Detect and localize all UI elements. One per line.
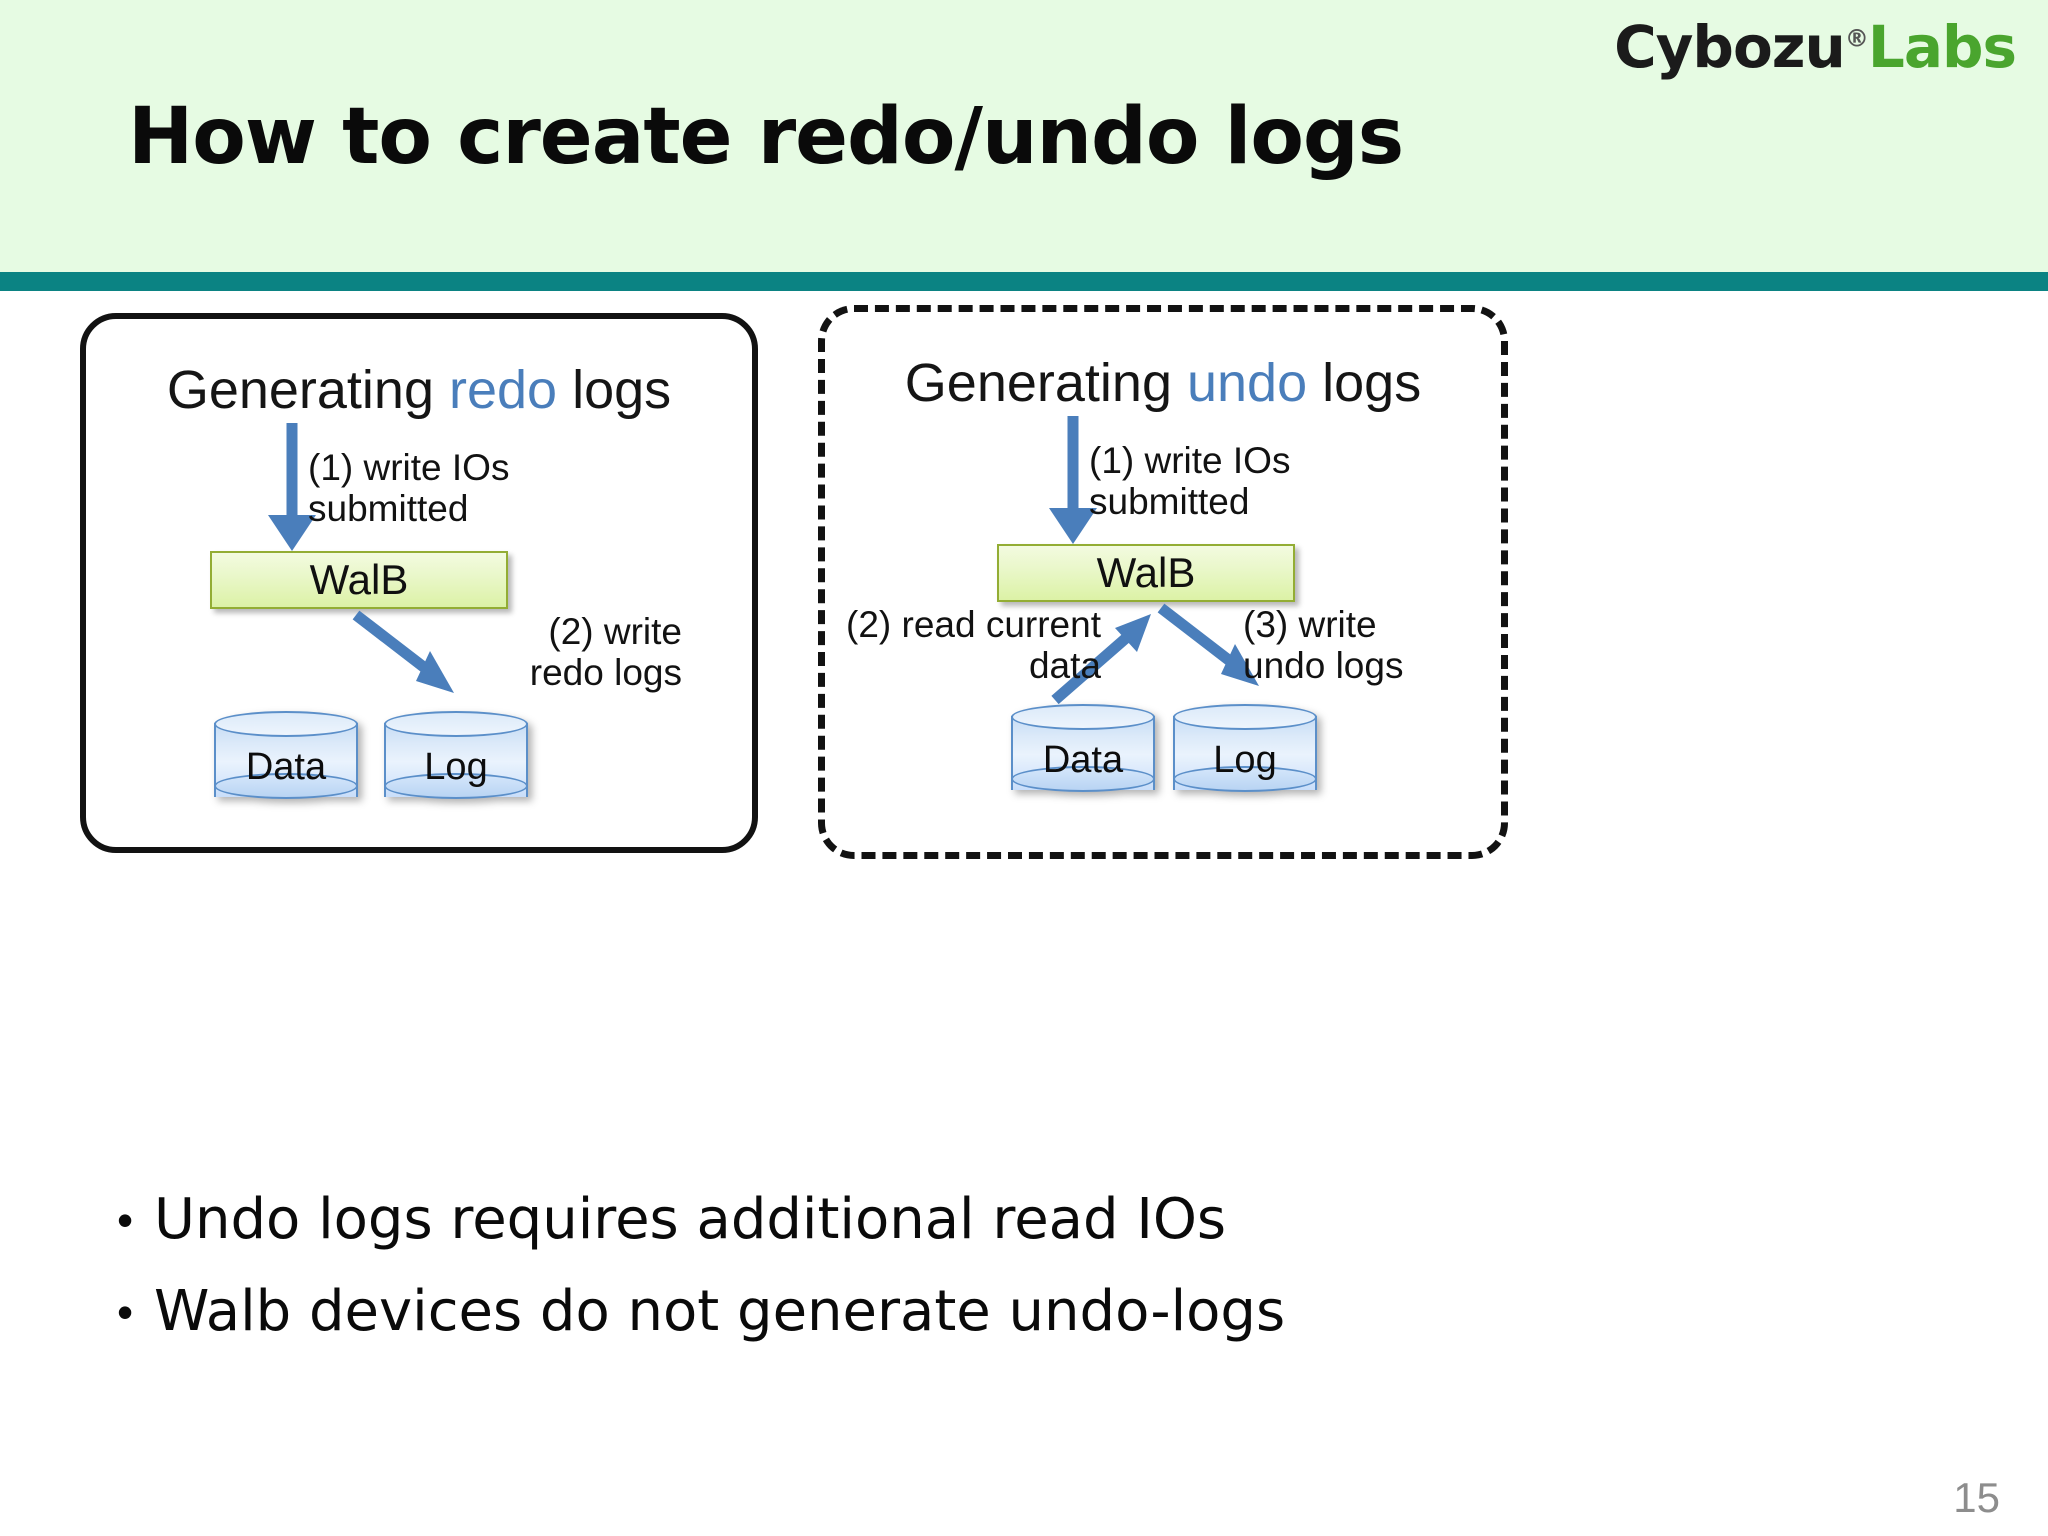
panel-generating-undo-logs: Generating undo logs (1) write IOs submi…: [818, 305, 1508, 859]
arrow-step-3-undo: [1157, 603, 1259, 686]
heading-prefix: Generating: [904, 353, 1187, 413]
cylinder-top-ellipse: [214, 711, 358, 737]
bullet-text: Walb devices do not generate undo-logs: [154, 1279, 1286, 1344]
panel-heading-undo: Generating undo logs: [825, 352, 1501, 414]
bullet-marker-icon: •: [116, 1286, 134, 1338]
panel-generating-redo-logs: Generating redo logs (1) write IOs submi…: [80, 313, 758, 853]
label-step-2-undo: (2) read current data: [846, 604, 1101, 687]
walb-box-undo: WalB: [997, 544, 1295, 602]
header-divider-rule: [0, 272, 2048, 291]
cylinder-label: Log: [1213, 738, 1277, 781]
cylinder-data-redo: Data: [214, 711, 358, 809]
cylinder-bottom-ellipse: [214, 773, 358, 799]
cylinder-log-undo: Log: [1173, 704, 1317, 802]
bullet-list: • Undo logs requires additional read IOs…: [96, 1185, 1796, 1369]
heading-keyword-redo: redo: [449, 360, 558, 420]
arrow-step-1-redo: [268, 423, 316, 551]
panel-heading-redo: Generating redo logs: [86, 359, 752, 421]
heading-suffix: logs: [1307, 353, 1422, 413]
cylinder-label: Data: [245, 745, 327, 788]
logo-brand-text: Cybozu: [1614, 13, 1846, 81]
cylinder-top-ellipse: [1011, 704, 1155, 730]
cylinder-top-ellipse: [1173, 704, 1317, 730]
label-step-1-redo: (1) write IOs submitted: [308, 447, 510, 530]
registered-trademark-icon: ®: [1844, 24, 1869, 53]
arrow-step-2-undo: [1051, 614, 1151, 705]
arrow-step-1-undo: [1049, 416, 1097, 544]
label-step-1-undo: (1) write IOs submitted: [1089, 440, 1291, 523]
heading-keyword-undo: undo: [1186, 353, 1308, 413]
label-step-2-redo: (2) write redo logs: [529, 611, 682, 694]
cylinder-label: Data: [1042, 738, 1124, 781]
list-item: • Undo logs requires additional read IOs: [96, 1185, 1796, 1255]
cylinder-data-undo: Data: [1011, 704, 1155, 802]
bullet-text: Undo logs requires additional read IOs: [154, 1187, 1227, 1252]
page-title: How to create redo/undo logs: [128, 92, 1404, 182]
walb-label: WalB: [309, 556, 409, 603]
page-number: 15: [1953, 1474, 2000, 1521]
cylinder-label: Log: [424, 745, 488, 788]
heading-suffix: logs: [557, 360, 672, 420]
walb-box-redo: WalB: [210, 551, 508, 609]
label-step-3-undo: (3) write undo logs: [1243, 604, 1404, 687]
heading-prefix: Generating: [166, 360, 449, 420]
cylinder-bottom-ellipse: [384, 773, 528, 799]
walb-label: WalB: [1096, 549, 1196, 596]
cylinder-top-ellipse: [384, 711, 528, 737]
arrow-step-2-redo: [352, 610, 454, 693]
header-band: [0, 0, 2048, 272]
cylinder-log-redo: Log: [384, 711, 528, 809]
cylinder-bottom-ellipse: [1173, 766, 1317, 792]
cybozu-labs-logo: Cybozu®Labs: [1614, 18, 2017, 76]
list-item: • Walb devices do not generate undo-logs: [96, 1277, 1796, 1347]
bullet-marker-icon: •: [116, 1194, 134, 1246]
cylinder-bottom-ellipse: [1011, 766, 1155, 792]
logo-suffix-text: Labs: [1867, 13, 2017, 81]
